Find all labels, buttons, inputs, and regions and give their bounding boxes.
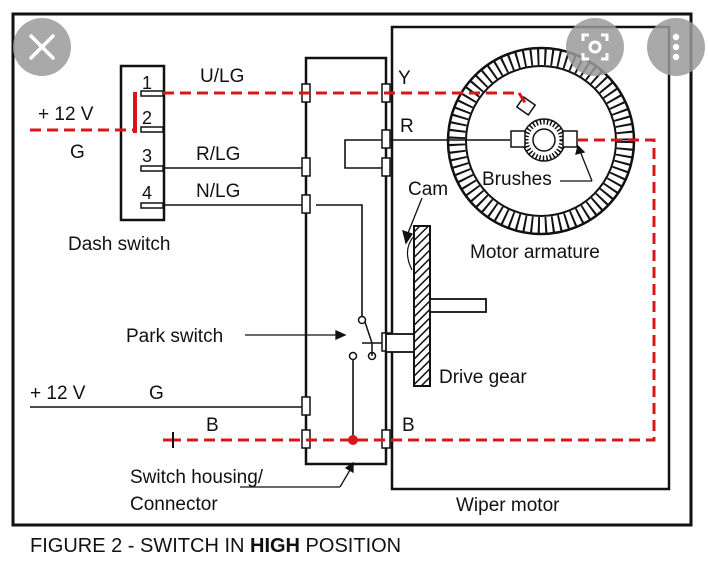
supply-top-wire: G: [70, 142, 85, 163]
figure-frame: [11, 12, 693, 527]
close-button[interactable]: [13, 18, 71, 76]
drive-gear: [413, 225, 431, 387]
supply-top-voltage: + 12 V: [38, 104, 94, 125]
lens-icon: [581, 33, 609, 61]
motor-terminal-r: R: [400, 116, 414, 137]
dash-terminal-2: 2: [142, 108, 152, 128]
more-vert-icon: [672, 33, 680, 61]
wire-rlg-label: R/LG: [196, 144, 240, 165]
switch-housing-label-1: Switch housing/: [130, 467, 264, 488]
motor-terminal-y: Y: [398, 68, 411, 89]
drive-gear-label: Drive gear: [439, 367, 527, 388]
dash-terminal-3: 3: [142, 146, 152, 166]
motor-terminal-b: B: [402, 415, 415, 436]
wire-nlg-label: N/LG: [196, 181, 240, 202]
close-icon: [29, 34, 55, 60]
wire-ulg-label: U/LG: [200, 66, 244, 87]
figure-caption: FIGURE 2 - SWITCH IN HIGH POSITION: [30, 535, 401, 557]
gear-link: [385, 333, 415, 353]
dash-terminal-4: 4: [142, 183, 152, 203]
supply-bottom-voltage: + 12 V: [30, 383, 86, 404]
switch-housing-label-2: Connector: [130, 494, 218, 515]
leader-lines: [240, 144, 593, 488]
housing-pins: [301, 83, 391, 449]
gear-shaft: [429, 298, 487, 313]
wiper-motor-label: Wiper motor: [456, 495, 560, 516]
motor-armature-label: Motor armature: [470, 242, 600, 263]
dash-switch-label: Dash switch: [68, 234, 170, 255]
wiper-motor-box: [390, 25, 671, 491]
lens-button[interactable]: [566, 18, 624, 76]
wire-b-label: B: [206, 415, 219, 436]
cam: [406, 235, 415, 271]
more-options-button[interactable]: [647, 18, 705, 76]
brushes-label: Brushes: [482, 169, 552, 190]
park-switch-label: Park switch: [126, 326, 223, 347]
active-circuit: [30, 91, 656, 442]
supply-bottom-wire: G: [149, 383, 164, 404]
switch-housing: [304, 56, 388, 466]
dash-terminal-1: 1: [142, 73, 152, 93]
motor-armature: [446, 46, 636, 236]
park-switch-contacts: [348, 315, 377, 361]
cam-label: Cam: [408, 179, 448, 200]
ground-junction: [348, 435, 358, 445]
